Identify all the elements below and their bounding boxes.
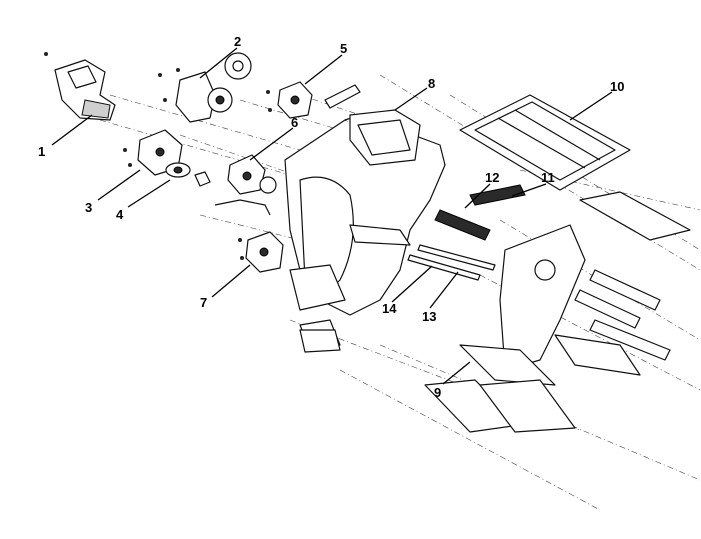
callout-6: 6 (291, 115, 298, 130)
callout-13: 13 (422, 309, 436, 324)
leader-lines (51, 47, 613, 385)
callout-7: 7 (200, 295, 207, 310)
part-10-filter-frame (459, 94, 691, 241)
callout-3: 3 (85, 200, 92, 215)
callout-11: 11 (541, 170, 555, 185)
part-5-actuator (266, 81, 313, 119)
callout-12: 12 (485, 170, 499, 185)
part-2-door-gears (158, 52, 252, 123)
part-6-actuator (214, 154, 277, 216)
callout-2: 2 (234, 34, 241, 49)
callout-1: 1 (38, 144, 45, 159)
callout-10: 10 (610, 79, 624, 94)
part-1-intake-duct (44, 52, 116, 121)
part-7-actuator (238, 231, 284, 273)
part-4-link (165, 162, 211, 187)
callout-4: 4 (116, 207, 124, 222)
right-side-cover (499, 224, 671, 371)
part-11-part-12-doors (434, 184, 526, 241)
callout-8: 8 (428, 76, 435, 91)
part-13-part-14-shafts (407, 244, 496, 281)
callout-14: 14 (382, 301, 397, 316)
part-9-lower-doors (299, 329, 641, 433)
callout-5: 5 (340, 41, 347, 56)
callout-labels: 1 2 3 4 5 6 7 8 9 10 11 12 13 14 (38, 34, 624, 400)
callout-9: 9 (434, 385, 441, 400)
